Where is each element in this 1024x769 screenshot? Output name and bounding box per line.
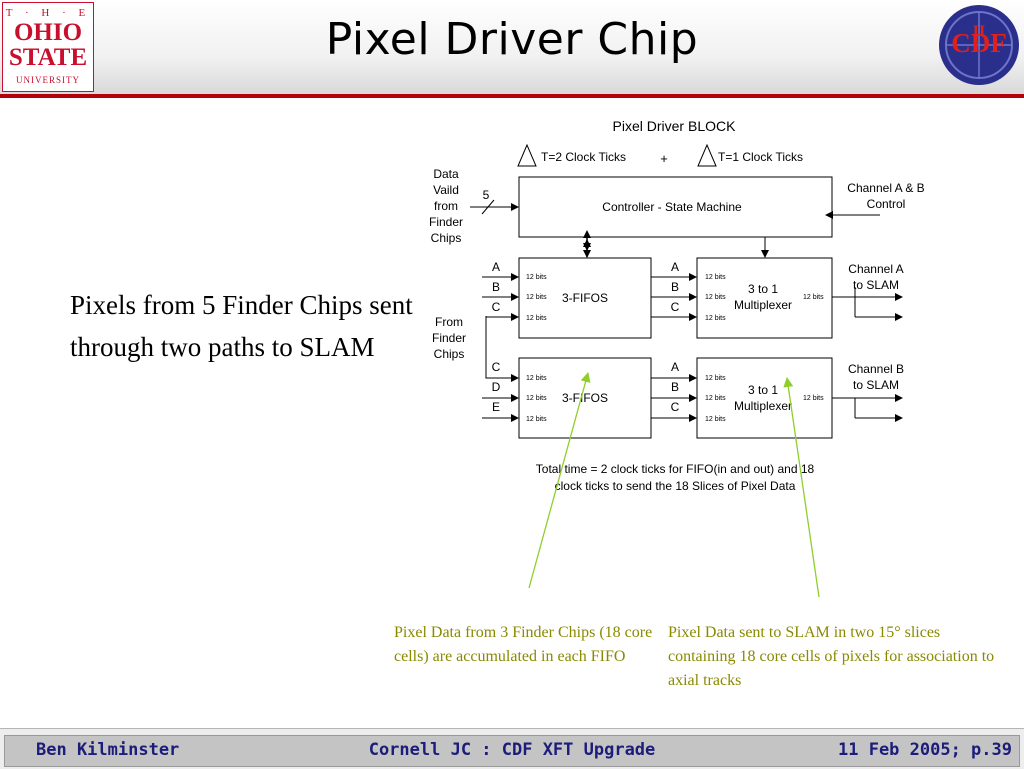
controller-label: Controller - State Machine xyxy=(602,200,742,214)
footer-date-page: 11 Feb 2005; p.39 xyxy=(838,740,1012,760)
ohio-state-logo: T · H · E OHIO STATE UNIVERSITY xyxy=(2,2,94,92)
fifo-bottom-inputs: C D E xyxy=(482,360,519,422)
bits-label: 12 bits xyxy=(705,375,726,382)
footer-venue: Cornell JC : CDF XFT Upgrade xyxy=(368,740,656,760)
control-out-line: Channel A & B xyxy=(847,181,924,195)
control-out-line: Control xyxy=(867,197,906,211)
bits-label: 12 bits xyxy=(526,315,547,322)
mux-block-bottom xyxy=(696,357,833,439)
cdf-logo-label: CDF xyxy=(951,28,1007,58)
mux-input-label: C xyxy=(671,400,680,414)
bits-label: 12 bits xyxy=(705,416,726,423)
channel-b-line: to SLAM xyxy=(853,378,899,392)
bus-width-label: 5 xyxy=(483,188,490,202)
channel-a-line: to SLAM xyxy=(853,278,899,292)
bits-label: 12 bits xyxy=(705,274,726,281)
footer-author: Ben Kilminster xyxy=(36,740,180,760)
channel-b-output: Channel B to SLAM xyxy=(832,362,904,422)
body-text: Pixels from 5 Finder Chips sent through … xyxy=(70,290,413,362)
fifo-input-label: C xyxy=(492,360,501,374)
slide-title: Pixel Driver Chip xyxy=(325,14,699,65)
header-divider xyxy=(0,94,1024,98)
clock-t1-triangle-icon xyxy=(697,143,717,167)
osu-logo-university: UNIVERSITY xyxy=(16,75,80,85)
mux-label-bottom: 3 to 1 xyxy=(748,383,778,397)
bits-label: 12 bits xyxy=(705,294,726,301)
fifo-input-label: C xyxy=(492,300,501,314)
data-valid-label: Data Vaild from Finder Chips xyxy=(429,167,463,245)
mux-label-top: 3 to 1 xyxy=(748,282,778,296)
clock-legend: T=2 Clock Ticks + T=1 Clock Ticks xyxy=(517,143,803,167)
bits-label: 12 bits xyxy=(526,416,547,423)
mux-callout-note: Pixel Data sent to SLAM in two 15° slice… xyxy=(668,624,995,689)
bits-label: 12 bits xyxy=(705,315,726,322)
from-finder-line: Chips xyxy=(434,347,465,361)
fifo-callout-arrow xyxy=(528,372,591,589)
fifo-label-bottom: 3-FIFOS xyxy=(562,391,608,405)
osu-logo-ohio: OHIO xyxy=(13,19,83,46)
fifo-input-label: A xyxy=(492,260,500,274)
fifo-input-label: D xyxy=(492,380,501,394)
fifo-input-label: B xyxy=(492,280,500,294)
clock-t2-label: T=2 Clock Ticks xyxy=(541,150,626,164)
channel-a-line: Channel A xyxy=(848,262,903,276)
channel-a-output: Channel A to SLAM xyxy=(832,262,904,321)
fifo-input-label: E xyxy=(492,400,500,414)
fifo-block-top xyxy=(518,257,652,339)
footer-bar xyxy=(4,735,1020,767)
data-valid-line: Finder xyxy=(429,215,463,229)
bits-label: 12 bits xyxy=(526,294,547,301)
bits-label: 12 bits xyxy=(526,274,547,281)
fifo-block-bottom xyxy=(518,357,652,439)
mux-input-label: B xyxy=(671,280,679,294)
from-finder-line: From xyxy=(435,315,463,329)
data-valid-line: from xyxy=(434,199,458,213)
fifo-callout-note: Pixel Data from 3 Finder Chips (18 core … xyxy=(394,624,653,665)
fifo-shared-c-arrow xyxy=(485,317,519,382)
channel-b-line: Channel B xyxy=(848,362,904,376)
slide-footer: Ben Kilminster Cornell JC : CDF XFT Upgr… xyxy=(0,728,1024,769)
cdf-logo-numeral: II xyxy=(973,23,985,40)
osu-logo-state: STATE xyxy=(8,44,88,71)
diagram-title: Pixel Driver BLOCK xyxy=(613,118,737,134)
mux-bottom-inputs: A B C xyxy=(651,360,697,422)
bits-label: 12 bits xyxy=(803,294,824,301)
bits-label: 12 bits xyxy=(705,395,726,402)
bits-label: 12 bits xyxy=(803,395,824,402)
bus-slash xyxy=(481,199,495,215)
clock-t1-label: T=1 Clock Ticks xyxy=(718,150,803,164)
mux-block-top xyxy=(696,257,833,339)
from-finder-label: From Finder Chips xyxy=(432,315,466,361)
fifo-label-top: 3-FIFOS xyxy=(562,291,608,305)
data-valid-line: Data xyxy=(433,167,459,181)
mux-input-label: A xyxy=(671,360,679,374)
mux-input-label: B xyxy=(671,380,679,394)
mux-label-top: Multiplexer xyxy=(734,298,792,312)
cdf-logo: II CDF xyxy=(936,2,1022,88)
clock-plus: + xyxy=(660,151,668,166)
mux-label-bottom: Multiplexer xyxy=(734,399,792,413)
cdf-logo-emblem: II xyxy=(939,5,1019,85)
slide-header xyxy=(0,0,1024,94)
fifo-input-arrow xyxy=(485,313,519,321)
fifo-top-inputs: A B C xyxy=(482,260,519,382)
mux-callout-arrow xyxy=(783,377,820,598)
timing-note-line: Total time = 2 clock ticks for FIFO(in a… xyxy=(536,462,815,476)
controller-block xyxy=(518,176,833,238)
from-finder-line: Finder xyxy=(432,331,466,345)
timing-note-line: clock ticks to send the 18 Slices of Pix… xyxy=(555,479,796,493)
osu-logo-the: T · H · E xyxy=(5,7,91,19)
clock-t2-triangle-icon xyxy=(517,143,537,167)
mux-input-label: C xyxy=(671,300,680,314)
data-valid-line: Vaild xyxy=(433,183,459,197)
mux-input-label: A xyxy=(671,260,679,274)
mux-top-inputs: A B C xyxy=(651,260,697,321)
bits-label: 12 bits xyxy=(526,395,547,402)
data-valid-line: Chips xyxy=(431,231,462,245)
bits-label: 12 bits xyxy=(526,375,547,382)
